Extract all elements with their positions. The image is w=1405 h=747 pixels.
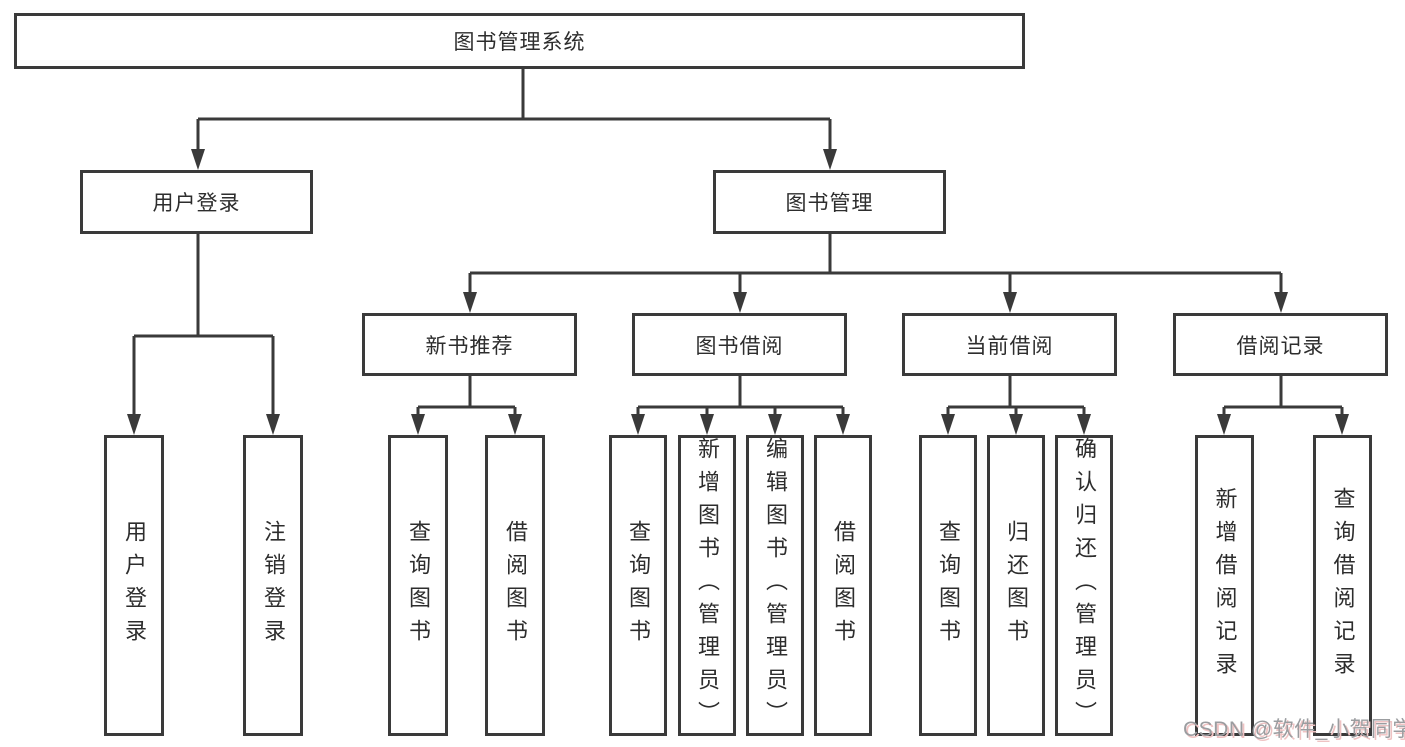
leaf-label: 编辑图书（管理员）: [763, 437, 788, 734]
leaf-add-borrow-record: 新增借阅记录: [1195, 435, 1254, 736]
csdn-watermark: CSDN @软件_小贺同学: [1183, 718, 1405, 741]
leaf-label: 查询借阅记录: [1330, 486, 1356, 685]
leaf-edit-book-admin: 编辑图书（管理员）: [746, 435, 804, 736]
node-book-borrowing: 图书借阅: [632, 313, 847, 376]
node-book-management: 图书管理: [713, 170, 946, 234]
leaf-logout: 注销登录: [243, 435, 303, 736]
leaf-confirm-return-admin: 确认归还（管理员）: [1055, 435, 1113, 736]
leaf-label: 查询图书: [626, 519, 651, 652]
leaf-borrow-books-borrowing: 借阅图书: [814, 435, 872, 736]
leaf-label: 查询图书: [406, 519, 431, 652]
leaf-query-books-borrowing: 查询图书: [609, 435, 667, 736]
leaf-label: 归还图书: [1004, 519, 1029, 652]
leaf-label: 新增借阅记录: [1212, 486, 1238, 685]
leaf-query-books-current: 查询图书: [919, 435, 977, 736]
leaf-user-login: 用户登录: [104, 435, 164, 736]
node-user-login: 用户登录: [80, 170, 313, 234]
node-new-book-recommendation: 新书推荐: [362, 313, 577, 376]
arrowheads: [127, 149, 1349, 435]
leaf-query-books-recommend: 查询图书: [388, 435, 448, 736]
leaf-label: 查询图书: [936, 519, 961, 652]
leaf-label: 注销登录: [261, 519, 286, 652]
leaf-label: 新增图书（管理员）: [695, 437, 720, 734]
leaf-return-books: 归还图书: [987, 435, 1045, 736]
node-current-borrowing: 当前借阅: [902, 313, 1117, 376]
leaf-add-book-admin: 新增图书（管理员）: [678, 435, 736, 736]
node-borrowing-records: 借阅记录: [1173, 313, 1388, 376]
leaf-borrow-books-recommend: 借阅图书: [485, 435, 545, 736]
leaf-query-borrow-record: 查询借阅记录: [1313, 435, 1372, 736]
leaf-label: 借阅图书: [503, 519, 528, 652]
leaf-label: 确认归还（管理员）: [1072, 437, 1097, 734]
leaf-label: 用户登录: [122, 519, 147, 652]
node-library-system: 图书管理系统: [14, 13, 1025, 69]
leaf-label: 借阅图书: [831, 519, 856, 652]
